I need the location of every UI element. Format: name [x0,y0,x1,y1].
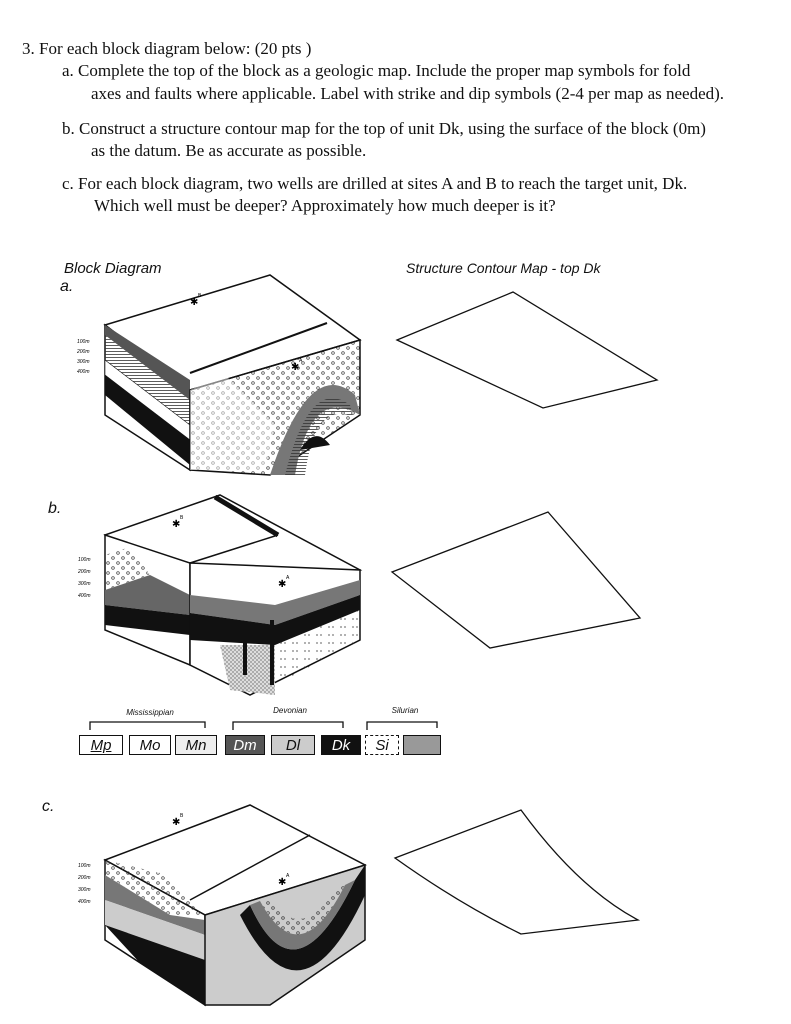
legend-unit-mn: Mn [175,735,217,755]
svg-text:400m: 400m [78,899,91,905]
svg-text:A: A [299,358,303,364]
contour-map-c [393,809,641,935]
unit-legend: Mississippian Devonian Silurian Mp Mo Mn… [75,706,445,761]
question-b-line1: b. Construct a structure contour map for… [62,119,706,138]
svg-text:✱: ✱ [291,362,299,373]
svg-text:100m: 100m [77,339,90,345]
contour-map-a [395,291,659,409]
svg-text:✱: ✱ [278,877,286,888]
svg-text:B: B [198,293,202,299]
svg-text:300m: 300m [78,887,91,893]
svg-text:200m: 200m [77,875,91,881]
legend-unit-si: Si [365,735,399,755]
svg-text:400m: 400m [78,593,91,599]
svg-text:A: A [286,575,290,581]
svg-text:A: A [286,873,290,879]
svg-text:300m: 300m [77,359,90,365]
legend-unit-dk: Dk [321,735,361,755]
legend-unit-stipple [403,735,441,755]
diagram-label-b: b. [48,500,62,517]
svg-text:100m: 100m [78,863,91,869]
question-a-line1: a. Complete the top of the block as a ge… [62,61,691,80]
legend-group-devonian: Devonian [273,706,307,715]
svg-text:✱: ✱ [278,579,286,590]
block-diagram-heading: Block Diagram [64,260,162,277]
block-diagram-c: ✱ B ✱ A 100m 200m 300m 400m [77,804,367,1007]
svg-text:200m: 200m [76,349,90,355]
question-b-line2: as the datum. Be as accurate as possible… [91,141,367,160]
contour-map-b [390,511,642,649]
legend-group-silurian: Silurian [391,706,419,715]
diagram-label-c: c. [42,798,55,815]
svg-text:200m: 200m [77,569,91,575]
block-diagram-a: ✱ B ✱ A 100m 200m 300m 400m [76,274,362,476]
legend-unit-mp: Mp [79,735,123,755]
legend-group-mississippian: Mississippian [126,708,174,717]
svg-text:B: B [180,515,184,521]
svg-text:400m: 400m [77,369,90,375]
question-c-line1: c. For each block diagram, two wells are… [62,174,688,193]
svg-text:B: B [180,813,184,819]
svg-text:100m: 100m [78,557,91,563]
question-a-line2: axes and faults where applicable. Label … [91,84,725,103]
legend-unit-dl: Dl [271,735,315,755]
block-diagram-b: ✱ B ✱ A 100m 200m 300m 400m [77,494,363,696]
legend-unit-mo: Mo [129,735,171,755]
question-c-line2: Which well must be deeper? Approximately… [94,196,556,215]
question-intro: 3. For each block diagram below: (20 pts… [22,39,312,58]
svg-text:✱: ✱ [172,519,180,530]
svg-text:✱: ✱ [172,817,180,828]
svg-text:300m: 300m [78,581,91,587]
diagram-label-a: a. [60,278,74,295]
legend-unit-dm: Dm [225,735,265,755]
contour-map-heading: Structure Contour Map - top Dk [406,260,601,276]
svg-text:✱: ✱ [190,297,198,308]
